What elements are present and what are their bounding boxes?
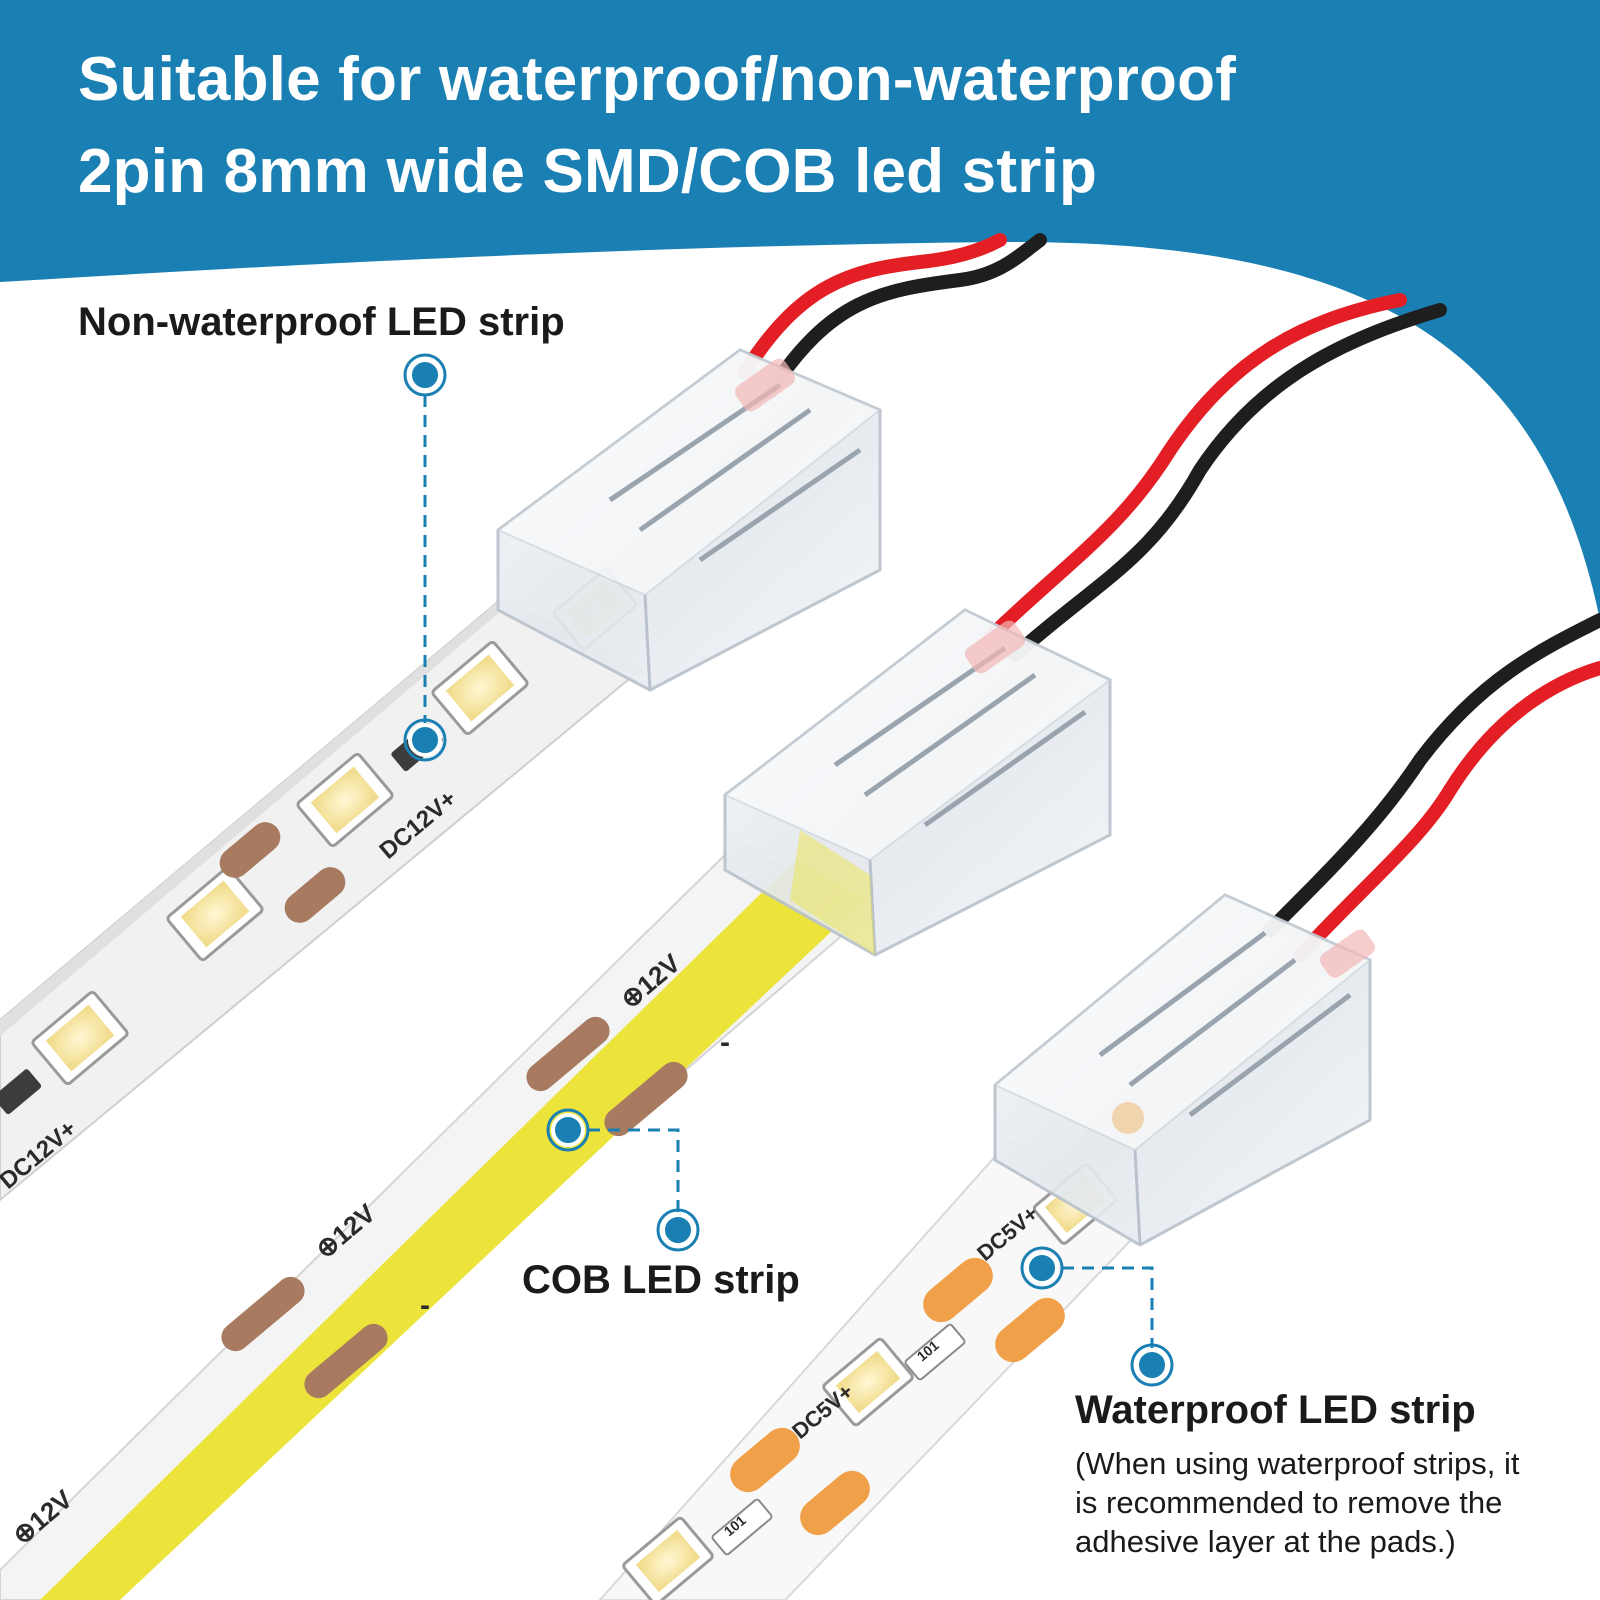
waterproof-note: (When using waterproof strips, it is rec…	[1075, 1444, 1575, 1561]
waterproof-note-line-2: is recommended to remove the	[1075, 1485, 1503, 1520]
cob-minus-marking: -	[720, 1026, 730, 1059]
wires-strip-1	[738, 233, 1047, 399]
header-line-1: Suitable for waterproof/non-waterproof	[78, 45, 1237, 114]
solder-pad	[730, 1427, 800, 1493]
cob-strip: ⊕12V ⊕12V ⊕12V - -	[0, 838, 865, 1600]
copper-pad	[526, 1016, 610, 1092]
label-cob: COB LED strip	[522, 1258, 800, 1302]
smd-led-chip	[296, 752, 394, 848]
waterproof-note-line-1: (When using waterproof strips, it	[1075, 1446, 1520, 1481]
resistor	[0, 1069, 42, 1115]
callout-waterproof	[1020, 1246, 1174, 1387]
smd-led-chip	[431, 640, 529, 736]
smd-led-chip	[622, 1516, 714, 1600]
copper-pad	[221, 1276, 305, 1352]
solder-pad	[923, 1257, 993, 1323]
copper-pad	[304, 1323, 388, 1399]
connector-2	[723, 608, 1112, 957]
wires-strip-3	[1263, 613, 1600, 962]
resistor	[904, 1323, 966, 1381]
callout-non-waterproof	[403, 353, 447, 762]
cob-minus-marking: -	[420, 1289, 430, 1322]
callout-cob	[546, 1108, 700, 1252]
non-waterproof-strip: DC12V+ DC12V+	[0, 568, 642, 1202]
copper-pad	[284, 867, 346, 923]
smd-led-chip	[31, 990, 129, 1086]
connector-1	[496, 348, 882, 692]
label-non-waterproof: Non-waterproof LED strip	[78, 300, 565, 344]
smd-led-chip	[822, 1337, 914, 1427]
solder-pad	[800, 1470, 870, 1536]
label-waterproof: Waterproof LED strip	[1075, 1388, 1476, 1432]
header-banner	[0, 0, 1600, 620]
header-title: Suitable for waterproof/non-waterproof 2…	[78, 34, 1518, 218]
waterproof-note-line-3: adhesive layer at the pads.)	[1075, 1524, 1456, 1559]
header-line-2: 2pin 8mm wide SMD/COB led strip	[78, 137, 1098, 206]
copper-pad	[219, 822, 281, 878]
wires-strip-2	[983, 293, 1447, 662]
solder-pad	[995, 1297, 1065, 1363]
copper-pad	[604, 1061, 688, 1137]
connector-3	[993, 893, 1375, 1247]
smd-led-chip	[166, 866, 264, 962]
waterproof-strip: 101 101 DC5V+ DC5V+	[598, 1138, 1152, 1600]
resistor	[711, 1498, 773, 1556]
